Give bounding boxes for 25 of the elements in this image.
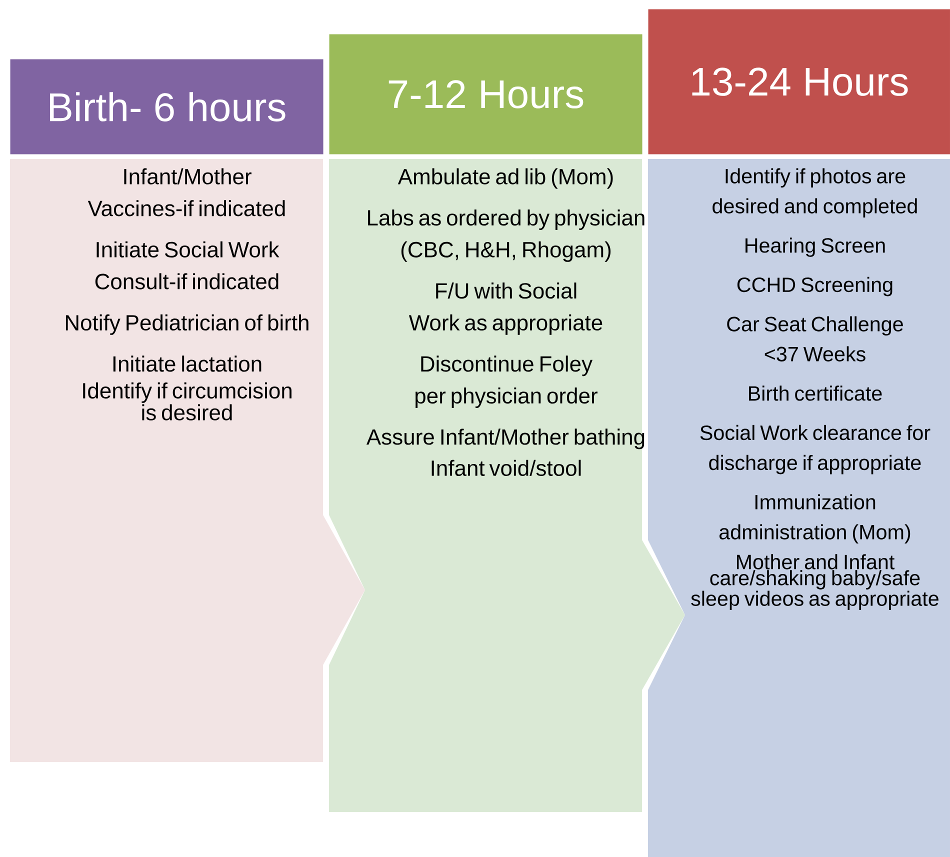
list-item: Assure Infant/Mother bathing xyxy=(366,428,644,450)
list-item: Social Work clearance for discharge if appropriate xyxy=(700,424,930,474)
header-box: 7-12 Hours xyxy=(329,34,642,154)
list-item: Infant void/stool xyxy=(432,460,581,476)
list-item: Mother and Infant care/shaking baby/safe sleep videos as appropriate xyxy=(691,554,938,610)
list-item: Ambulate ad lib (Mom) xyxy=(398,168,613,189)
list-item: Birth certificate xyxy=(749,386,882,401)
list-item: Initiate Social Work Consult-if indicated xyxy=(95,241,280,290)
list-item: Hearing Screen xyxy=(746,238,885,257)
chevron-panel xyxy=(10,159,365,762)
header-box: 13-24 Hours xyxy=(648,9,950,154)
chevron-panel xyxy=(648,159,950,857)
list-item: Labs as ordered by physician (CBC, H&H, Rhogam) xyxy=(368,209,644,262)
list-item: Discontinue Foley per physician order xyxy=(416,356,598,408)
list-item: Immunization administration (Mom) xyxy=(719,494,910,544)
list-item: Identify if photos are desired and completed xyxy=(712,168,917,218)
list-item: Initiate lactation xyxy=(113,356,262,372)
header-box: Birth- 6 hours xyxy=(10,59,324,154)
list-item: Notify Pediatrician of birth xyxy=(66,314,308,335)
list-item: CCHD Screening xyxy=(737,276,892,296)
list-item: Infant/Mother Vaccines-if indicated xyxy=(88,168,285,216)
list-item: Car Seat Challenge <37 Weeks xyxy=(727,316,903,362)
list-item: Identify if circumcision is desired xyxy=(83,382,292,420)
chevron-panel xyxy=(329,159,685,812)
list-item: F/U with Social Work as appropriate xyxy=(408,282,602,335)
